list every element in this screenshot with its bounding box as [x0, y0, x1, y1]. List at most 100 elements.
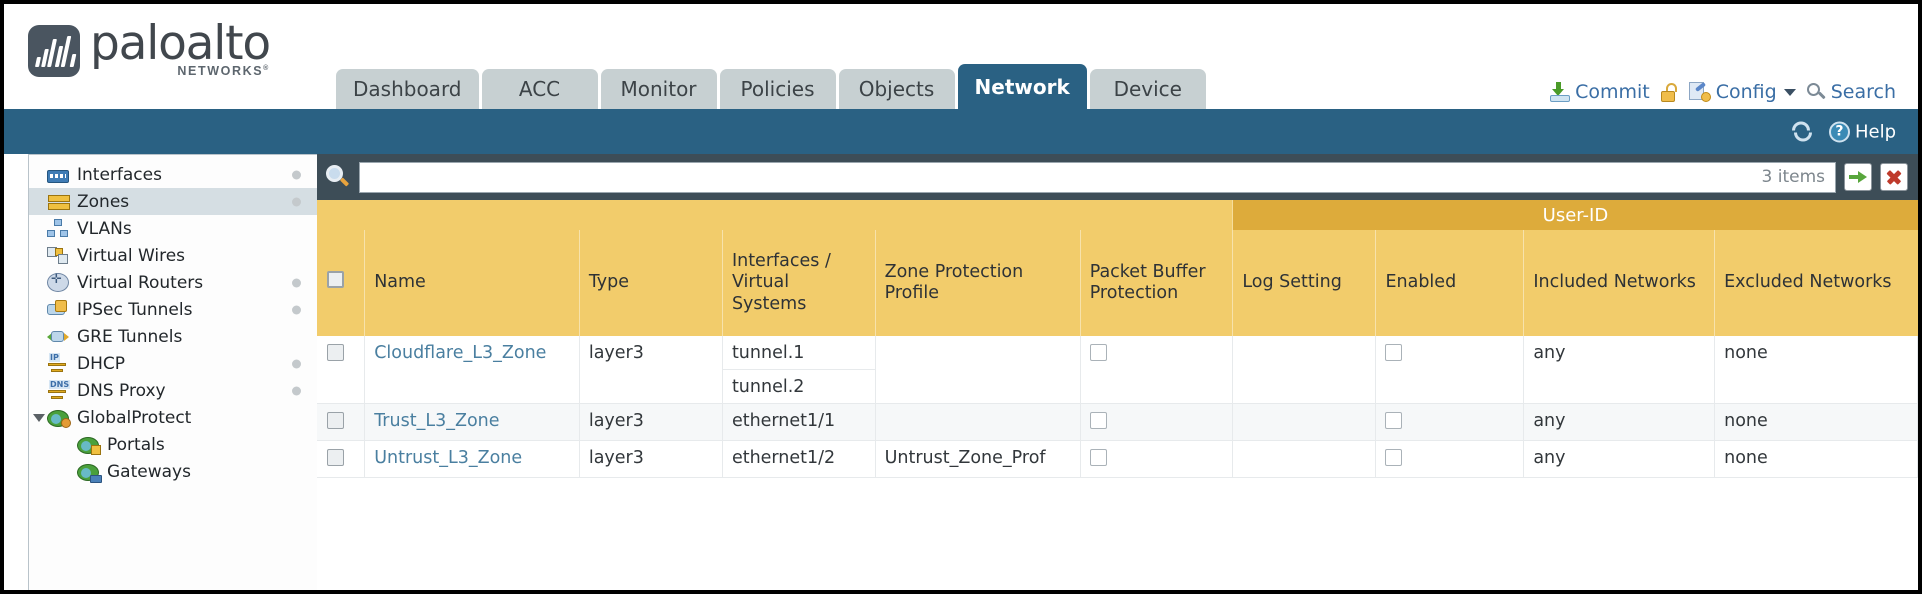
gateways-icon	[77, 463, 102, 483]
header-interfaces-virtual-systems[interactable]: Interfaces / Virtual Systems	[722, 230, 876, 336]
sidebar-item-vlans[interactable]: VLANs	[29, 215, 317, 242]
header-included-networks[interactable]: Included Networks	[1523, 230, 1716, 336]
tab-network[interactable]: Network	[957, 64, 1087, 109]
header-excluded-networks[interactable]: Excluded Networks	[1714, 230, 1918, 336]
interfaces-icon	[47, 169, 69, 183]
toolbar-actions: ? Help	[1791, 121, 1896, 142]
search-label: Search	[1830, 81, 1896, 103]
commit-icon	[1550, 82, 1571, 102]
sidebar-label-zones: Zones	[77, 191, 130, 212]
tab-objects[interactable]: Objects	[838, 69, 955, 109]
table-row[interactable]: Cloudflare_L3_Zone layer3 tunnel.1 tunne…	[317, 336, 1918, 404]
row-checkbox[interactable]	[327, 412, 344, 429]
config-menu[interactable]: Config	[1688, 81, 1796, 103]
row-checkbox[interactable]	[327, 344, 344, 361]
vlans-icon	[47, 219, 69, 238]
brand-text: paloalto NETWORKS®	[90, 20, 271, 78]
header-name[interactable]: Name	[364, 230, 580, 336]
commit-button[interactable]: Commit	[1550, 81, 1650, 103]
search-icon	[1806, 82, 1826, 102]
cell-name: Cloudflare_L3_Zone	[364, 336, 580, 404]
sidebar-item-dhcp[interactable]: IP DHCP	[29, 350, 317, 377]
top-header: paloalto NETWORKS® Dashboard ACC Monitor…	[4, 4, 1918, 109]
select-all-checkbox[interactable]	[327, 271, 344, 289]
sidebar-item-gateways[interactable]: Gateways	[29, 458, 317, 485]
zones-icon	[47, 192, 70, 211]
brand-logo: paloalto NETWORKS®	[28, 20, 271, 78]
modified-indicator-dot	[292, 305, 301, 314]
expander-collapse-icon[interactable]	[33, 413, 45, 422]
cell-interfaces: ethernet1/1	[722, 403, 876, 441]
table-row[interactable]: Untrust_L3_Zone layer3 ethernet1/2 Untru…	[317, 440, 1918, 478]
config-icon	[1688, 82, 1711, 102]
userid-enabled-checkbox[interactable]	[1385, 412, 1403, 429]
dhcp-icon: IP	[47, 353, 69, 373]
clear-filter-button[interactable]	[1880, 163, 1908, 191]
zone-name-link[interactable]: Trust_L3_Zone	[374, 411, 500, 431]
cell-log-setting	[1232, 403, 1377, 441]
cell-excluded-networks: none	[1714, 336, 1918, 404]
sidebar-item-virtual-routers[interactable]: Virtual Routers	[29, 269, 317, 296]
modified-indicator-dot	[292, 386, 301, 395]
help-button[interactable]: ? Help	[1828, 121, 1896, 142]
row-checkbox[interactable]	[327, 449, 344, 466]
sidebar-item-dns-proxy[interactable]: DNS DNS Proxy	[29, 377, 317, 404]
gre-tunnels-icon	[47, 327, 69, 346]
apply-filter-button[interactable]	[1844, 163, 1872, 191]
unlock-icon[interactable]	[1660, 82, 1678, 102]
table-row[interactable]: Trust_L3_Zone layer3 ethernet1/1 any	[317, 403, 1918, 441]
header-type[interactable]: Type	[579, 230, 723, 336]
sidebar-label-gre-tunnels: GRE Tunnels	[77, 326, 183, 347]
packet-buffer-protection-checkbox[interactable]	[1089, 344, 1107, 361]
sidebar-item-ipsec-tunnels[interactable]: IPSec Tunnels	[29, 296, 317, 323]
network-sidebar: Interfaces Zones VLANs Virtual Wires Vir…	[28, 154, 318, 590]
cell-zone-protection-profile	[875, 336, 1081, 404]
search-button[interactable]: Search	[1806, 81, 1896, 103]
tab-monitor[interactable]: Monitor	[600, 69, 717, 109]
brand-reg-mark: ®	[263, 65, 270, 72]
userid-enabled-checkbox[interactable]	[1385, 344, 1403, 361]
sidebar-item-virtual-wires[interactable]: Virtual Wires	[29, 242, 317, 269]
modified-indicator-dot	[292, 359, 301, 368]
main-tabs: Dashboard ACC Monitor Policies Objects N…	[336, 64, 1206, 109]
header-log-setting[interactable]: Log Setting	[1232, 230, 1377, 336]
sidebar-item-interfaces[interactable]: Interfaces	[29, 161, 317, 188]
group-header-row: User-ID	[317, 200, 1918, 230]
packet-buffer-protection-checkbox[interactable]	[1089, 412, 1107, 429]
filter-bar: 3 items	[317, 154, 1918, 200]
packet-buffer-protection-checkbox[interactable]	[1089, 449, 1107, 466]
sidebar-label-globalprotect: GlobalProtect	[77, 407, 192, 428]
sidebar-item-zones[interactable]: Zones	[29, 188, 317, 215]
header-packet-buffer-protection[interactable]: Packet Buffer Protection	[1080, 230, 1234, 336]
zone-name-link[interactable]: Untrust_L3_Zone	[374, 448, 523, 468]
tab-dashboard[interactable]: Dashboard	[336, 69, 479, 109]
sidebar-item-globalprotect[interactable]: GlobalProtect	[29, 404, 317, 431]
sidebar-item-gre-tunnels[interactable]: GRE Tunnels	[29, 323, 317, 350]
row-select-cell	[317, 403, 366, 441]
filter-search-icon[interactable]	[325, 164, 351, 190]
cell-included-networks: any	[1523, 403, 1716, 441]
cell-log-setting	[1232, 336, 1377, 404]
sidebar-label-virtual-wires: Virtual Wires	[77, 245, 186, 266]
tab-acc[interactable]: ACC	[481, 69, 598, 109]
header-userid-enabled[interactable]: Enabled	[1375, 230, 1525, 336]
ipsec-tunnels-icon	[47, 300, 69, 319]
refresh-icon[interactable]	[1791, 121, 1813, 142]
header-zone-protection-profile[interactable]: Zone Protection Profile	[875, 230, 1081, 336]
sidebar-label-dns-proxy: DNS Proxy	[77, 380, 166, 401]
group-header-userid: User-ID	[1232, 200, 1918, 230]
sidebar-item-portals[interactable]: Portals	[29, 431, 317, 458]
virtual-routers-icon	[47, 272, 69, 292]
zone-name-link[interactable]: Cloudflare_L3_Zone	[374, 343, 547, 363]
select-all-header	[317, 230, 366, 336]
cell-packet-buffer-protection	[1080, 440, 1234, 478]
userid-enabled-checkbox[interactable]	[1385, 449, 1403, 466]
tab-device[interactable]: Device	[1089, 69, 1206, 109]
zones-content-panel: 3 items	[317, 154, 1918, 590]
interface-entry: tunnel.2	[731, 377, 805, 397]
sidebar-label-portals: Portals	[107, 434, 165, 455]
tab-policies[interactable]: Policies	[719, 69, 836, 109]
paloalto-logo-icon	[28, 25, 80, 77]
filter-input[interactable]: 3 items	[359, 161, 1836, 193]
